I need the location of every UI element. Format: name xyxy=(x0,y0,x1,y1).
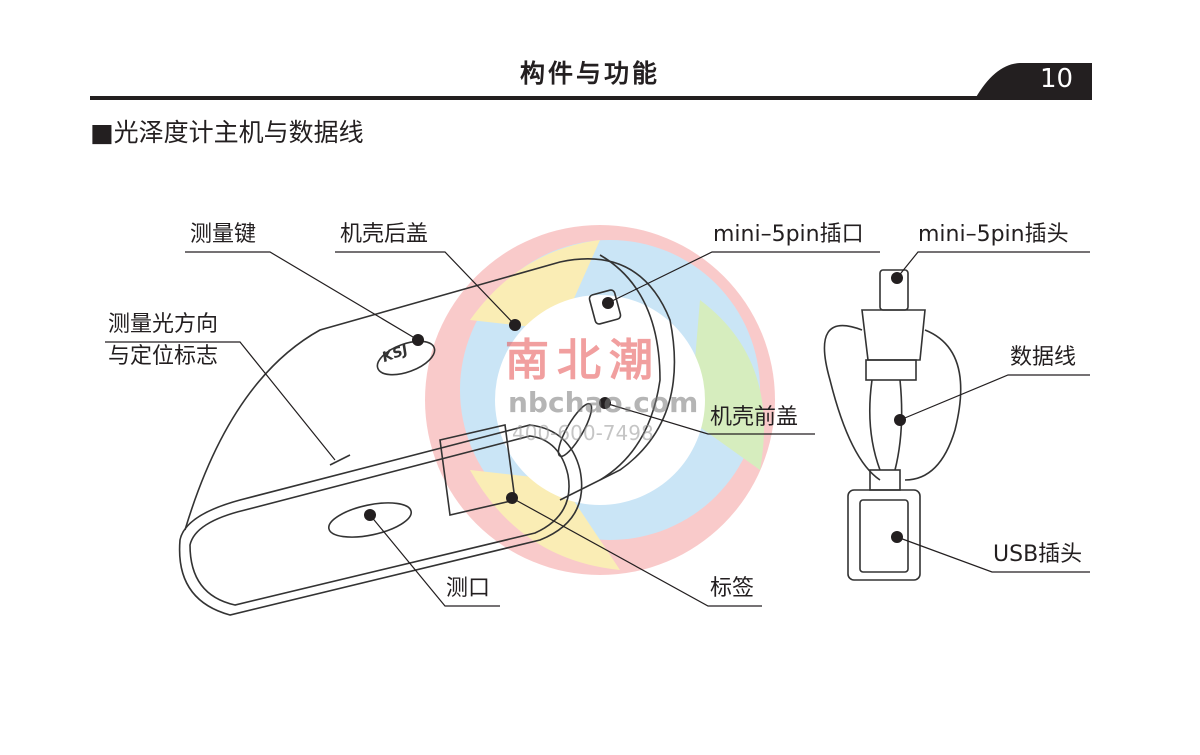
watermark-cn: 南北潮 xyxy=(505,335,661,386)
label-usb-plug: USB插头 xyxy=(993,542,1083,567)
watermark-phone: 400-600-7498 xyxy=(512,421,654,445)
label-aperture: 测口 xyxy=(446,576,491,601)
label-light-direction-1: 测量光方向 xyxy=(108,312,219,337)
label-rear-cover: 机壳后盖 xyxy=(340,222,429,247)
watermark-splash xyxy=(425,225,775,575)
page-tab xyxy=(975,63,1092,99)
label-mini-port: mini–5pin插口 xyxy=(713,222,864,247)
section-title: ■光泽度计主机与数据线 xyxy=(90,118,364,147)
label-front-cover: 机壳前盖 xyxy=(710,405,799,430)
page-number: 10 xyxy=(1040,64,1074,94)
label-mini-plug: mini–5pin插头 xyxy=(918,222,1069,247)
label-measure-key: 测量键 xyxy=(190,222,257,247)
usb-cable xyxy=(823,269,962,581)
label-data-cable: 数据线 xyxy=(1010,345,1077,370)
leader-lines xyxy=(105,251,1090,607)
label-light-direction-2: 与定位标志 xyxy=(108,344,219,369)
callout-dots xyxy=(364,272,906,543)
label-tag: 标签 xyxy=(710,576,755,601)
header-rule xyxy=(90,96,1092,100)
watermark-site: nbchao.com xyxy=(508,386,699,419)
page-header-title: 构件与功能 xyxy=(519,59,660,88)
